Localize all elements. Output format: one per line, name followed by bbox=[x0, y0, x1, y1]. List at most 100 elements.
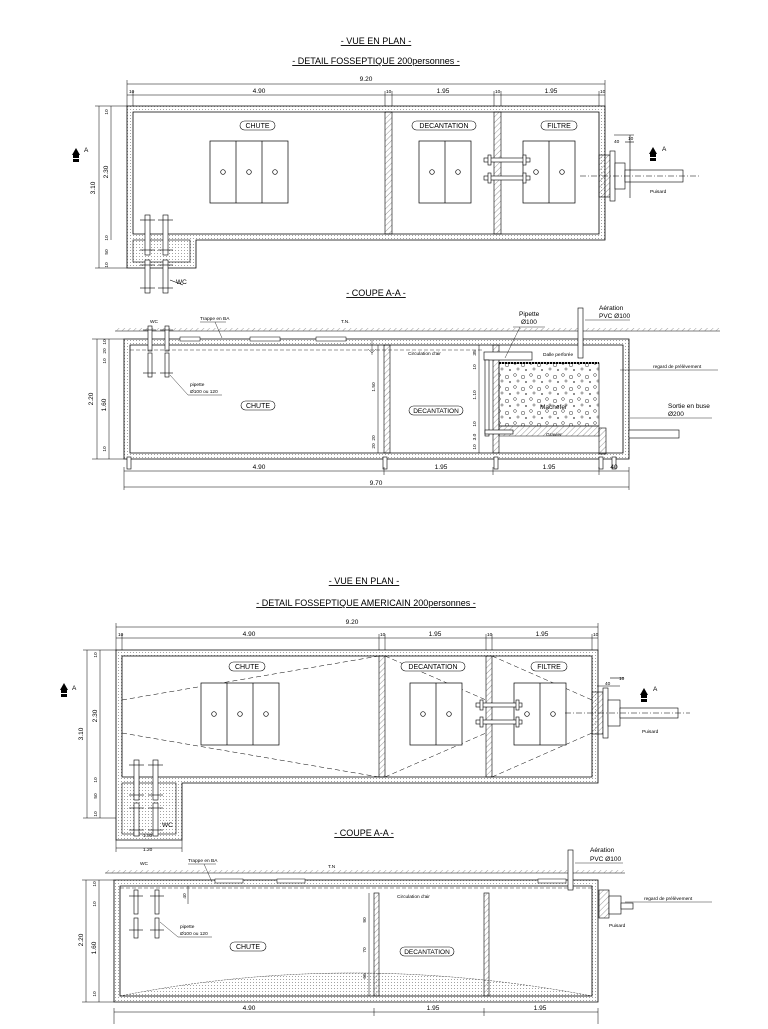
plan1-dim-wall-b: 10 bbox=[386, 89, 392, 95]
plan2-dim-total: 9.20 bbox=[346, 619, 359, 626]
plan2-dim-w3: 10 bbox=[93, 811, 99, 817]
plan2-slabs bbox=[200, 682, 567, 746]
plan2-transfer-pipes bbox=[475, 699, 523, 728]
svg-text:A: A bbox=[84, 147, 89, 154]
coupe2-ground-line bbox=[105, 870, 625, 874]
coupe1-dim-total: 9.70 bbox=[370, 480, 383, 487]
coupe2-dim-height: 2.20 bbox=[78, 933, 85, 946]
coupe1-dim-10d: 10 bbox=[472, 364, 478, 370]
coupe1-pipette: Pipette bbox=[519, 311, 540, 318]
plan2-dimension-lines bbox=[83, 623, 599, 852]
coupe2-pvc: PVC Ø100 bbox=[590, 856, 621, 863]
coupe2-pipette: pipette bbox=[180, 924, 195, 930]
coupe1-dashed-lines bbox=[130, 340, 484, 355]
coupe1-dim-10a: 10 bbox=[102, 339, 108, 345]
coupe1-horizontal-dims bbox=[123, 467, 630, 490]
plan-view-2: - VUE EN PLAN - - DETAIL FOSSEPTIQUE AME… bbox=[60, 576, 690, 853]
coupe2-aeration: Aération bbox=[590, 847, 615, 854]
coupe1-title: - COUPE A-A - bbox=[346, 288, 406, 298]
plan1-dim-height: 3.10 bbox=[90, 181, 97, 194]
plan2-filtre-tag: FILTRE bbox=[530, 661, 568, 672]
coupe2-dim-seg1: 4.90 bbox=[243, 1005, 256, 1012]
plan2-subtitle: - DETAIL FOSSEPTIQUE AMERICAIN 200person… bbox=[256, 598, 476, 608]
coupe1-pipes bbox=[126, 307, 680, 470]
plan2-wc-pipes bbox=[129, 759, 163, 837]
coupe1-sortie: Sortie en buse bbox=[668, 403, 710, 410]
plan1-puisard-label: Puisard bbox=[650, 189, 667, 195]
coupe2-wc: WC bbox=[140, 861, 149, 867]
plan1-dim-wall-c: 10 bbox=[495, 89, 501, 95]
plan2-dim-inner: 2.30 bbox=[92, 709, 99, 722]
plan2-dim-seg2: 1.95 bbox=[429, 631, 442, 638]
plan2-section-arrow-left: A bbox=[60, 683, 77, 697]
plan2-dim-seg1: 4.90 bbox=[243, 631, 256, 638]
plan2-puisard-outlet bbox=[565, 677, 690, 739]
svg-text:CHUTE: CHUTE bbox=[236, 944, 260, 951]
plan1-puisard-outlet bbox=[580, 134, 700, 202]
coupe1-dim-seg2: 1.95 bbox=[435, 464, 448, 471]
plan1-title: - VUE EN PLAN - bbox=[341, 36, 412, 46]
coupe1-pipette-diam: Ø100 bbox=[521, 319, 537, 326]
plan2-dim-wall-d: 10 bbox=[593, 632, 599, 638]
plan1-dim-w2: 10 bbox=[104, 235, 110, 241]
plan1-dim-40: 40 bbox=[614, 139, 620, 145]
coupe2-dim-10b: 10 bbox=[92, 901, 98, 907]
plan2-tank-walls bbox=[115, 649, 599, 841]
coupe2-dim-40: 40 bbox=[182, 893, 188, 899]
coupe1-trappe: Trappe en BA bbox=[200, 316, 230, 322]
plan2-wc-label: WC bbox=[162, 822, 173, 829]
coupe1-dim-110: 1.10 bbox=[472, 390, 478, 400]
plan2-dim-100: 1.00 bbox=[143, 833, 153, 839]
svg-text:DECANTATION: DECANTATION bbox=[404, 949, 450, 956]
coupe1-dim-35: 35 bbox=[472, 350, 478, 356]
plan2-chute-tag: CHUTE bbox=[228, 661, 266, 672]
plan1-dim-10: 10 bbox=[628, 136, 634, 142]
coupe1-dim-20c: 20 bbox=[371, 443, 377, 449]
plan1-dim-w3: 10 bbox=[104, 262, 110, 268]
svg-text:CHUTE: CHUTE bbox=[246, 403, 270, 410]
coupe1-wc: WC bbox=[150, 319, 159, 325]
svg-text:CHUTE: CHUTE bbox=[245, 123, 269, 130]
plan1-dim-seg1: 4.90 bbox=[253, 88, 266, 95]
coupe2-trappe: Trappe en BA bbox=[188, 858, 218, 864]
coupe2-dim-66: 66 bbox=[362, 973, 368, 979]
coupe1-dim-10b: 10 bbox=[102, 358, 108, 364]
coupe2-pipette-diam: Ø100 ou 120 bbox=[180, 931, 208, 937]
plan2-section-arrow-right: A bbox=[640, 686, 658, 702]
coupe1-vertical-dims bbox=[92, 338, 480, 460]
plan2-dim-w1: 10 bbox=[93, 652, 99, 658]
section-view-1: - COUPE A-A - T.N. Trappe en BA bbox=[88, 288, 720, 490]
coupe1-dim-20b: 20 bbox=[371, 435, 377, 441]
coupe2-dim-seg2: 1.95 bbox=[427, 1005, 440, 1012]
coupe1-dim-height: 2.20 bbox=[88, 392, 95, 405]
coupe1-dim-10f: 10 bbox=[472, 444, 478, 450]
plan1-dimension-lines bbox=[95, 80, 606, 269]
plan2-title: - VUE EN PLAN - bbox=[329, 576, 400, 586]
coupe1-ground-line bbox=[115, 328, 720, 332]
plan1-dim-wall-d: 10 bbox=[600, 89, 606, 95]
coupe1-dim-seg1: 4.90 bbox=[253, 464, 266, 471]
plan1-transfer-pipes bbox=[483, 154, 531, 184]
coupe1-chute-tag: CHUTE bbox=[240, 400, 276, 411]
coupe2-dim-160: 1.60 bbox=[91, 941, 98, 954]
coupe2-circulation: Circulation d'air bbox=[397, 894, 430, 900]
coupe2-dim-10a: 10 bbox=[92, 881, 98, 887]
plan1-section-arrow-left: A bbox=[72, 147, 89, 162]
plan2-dim-wall-b: 10 bbox=[380, 632, 386, 638]
coupe2-dim-10c: 10 bbox=[92, 991, 98, 997]
svg-text:DECANTATION: DECANTATION bbox=[408, 664, 457, 671]
coupe1-dalle: Dalle perforée bbox=[543, 352, 573, 358]
coupe1-dim-160: 1.60 bbox=[101, 398, 108, 411]
coupe1-tn: T.N. bbox=[341, 319, 350, 325]
coupe2-chute-tag: CHUTE bbox=[229, 941, 267, 952]
svg-text:A: A bbox=[662, 146, 667, 153]
plan1-section-arrow-right: A bbox=[649, 146, 667, 161]
plan2-dim-w2: 10 bbox=[93, 777, 99, 783]
plan1-chute-tag: CHUTE bbox=[239, 120, 276, 131]
coupe1-filter-bed bbox=[498, 362, 600, 437]
coupe2-decantation-tag: DECANTATION bbox=[399, 946, 455, 957]
plan1-slabs bbox=[209, 140, 576, 204]
plan-view-1: - VUE EN PLAN - - DETAIL FOSSEPTIQUE 200… bbox=[72, 36, 700, 294]
coupe1-pipette-small-diam: Ø100 ou 120 bbox=[190, 389, 218, 395]
